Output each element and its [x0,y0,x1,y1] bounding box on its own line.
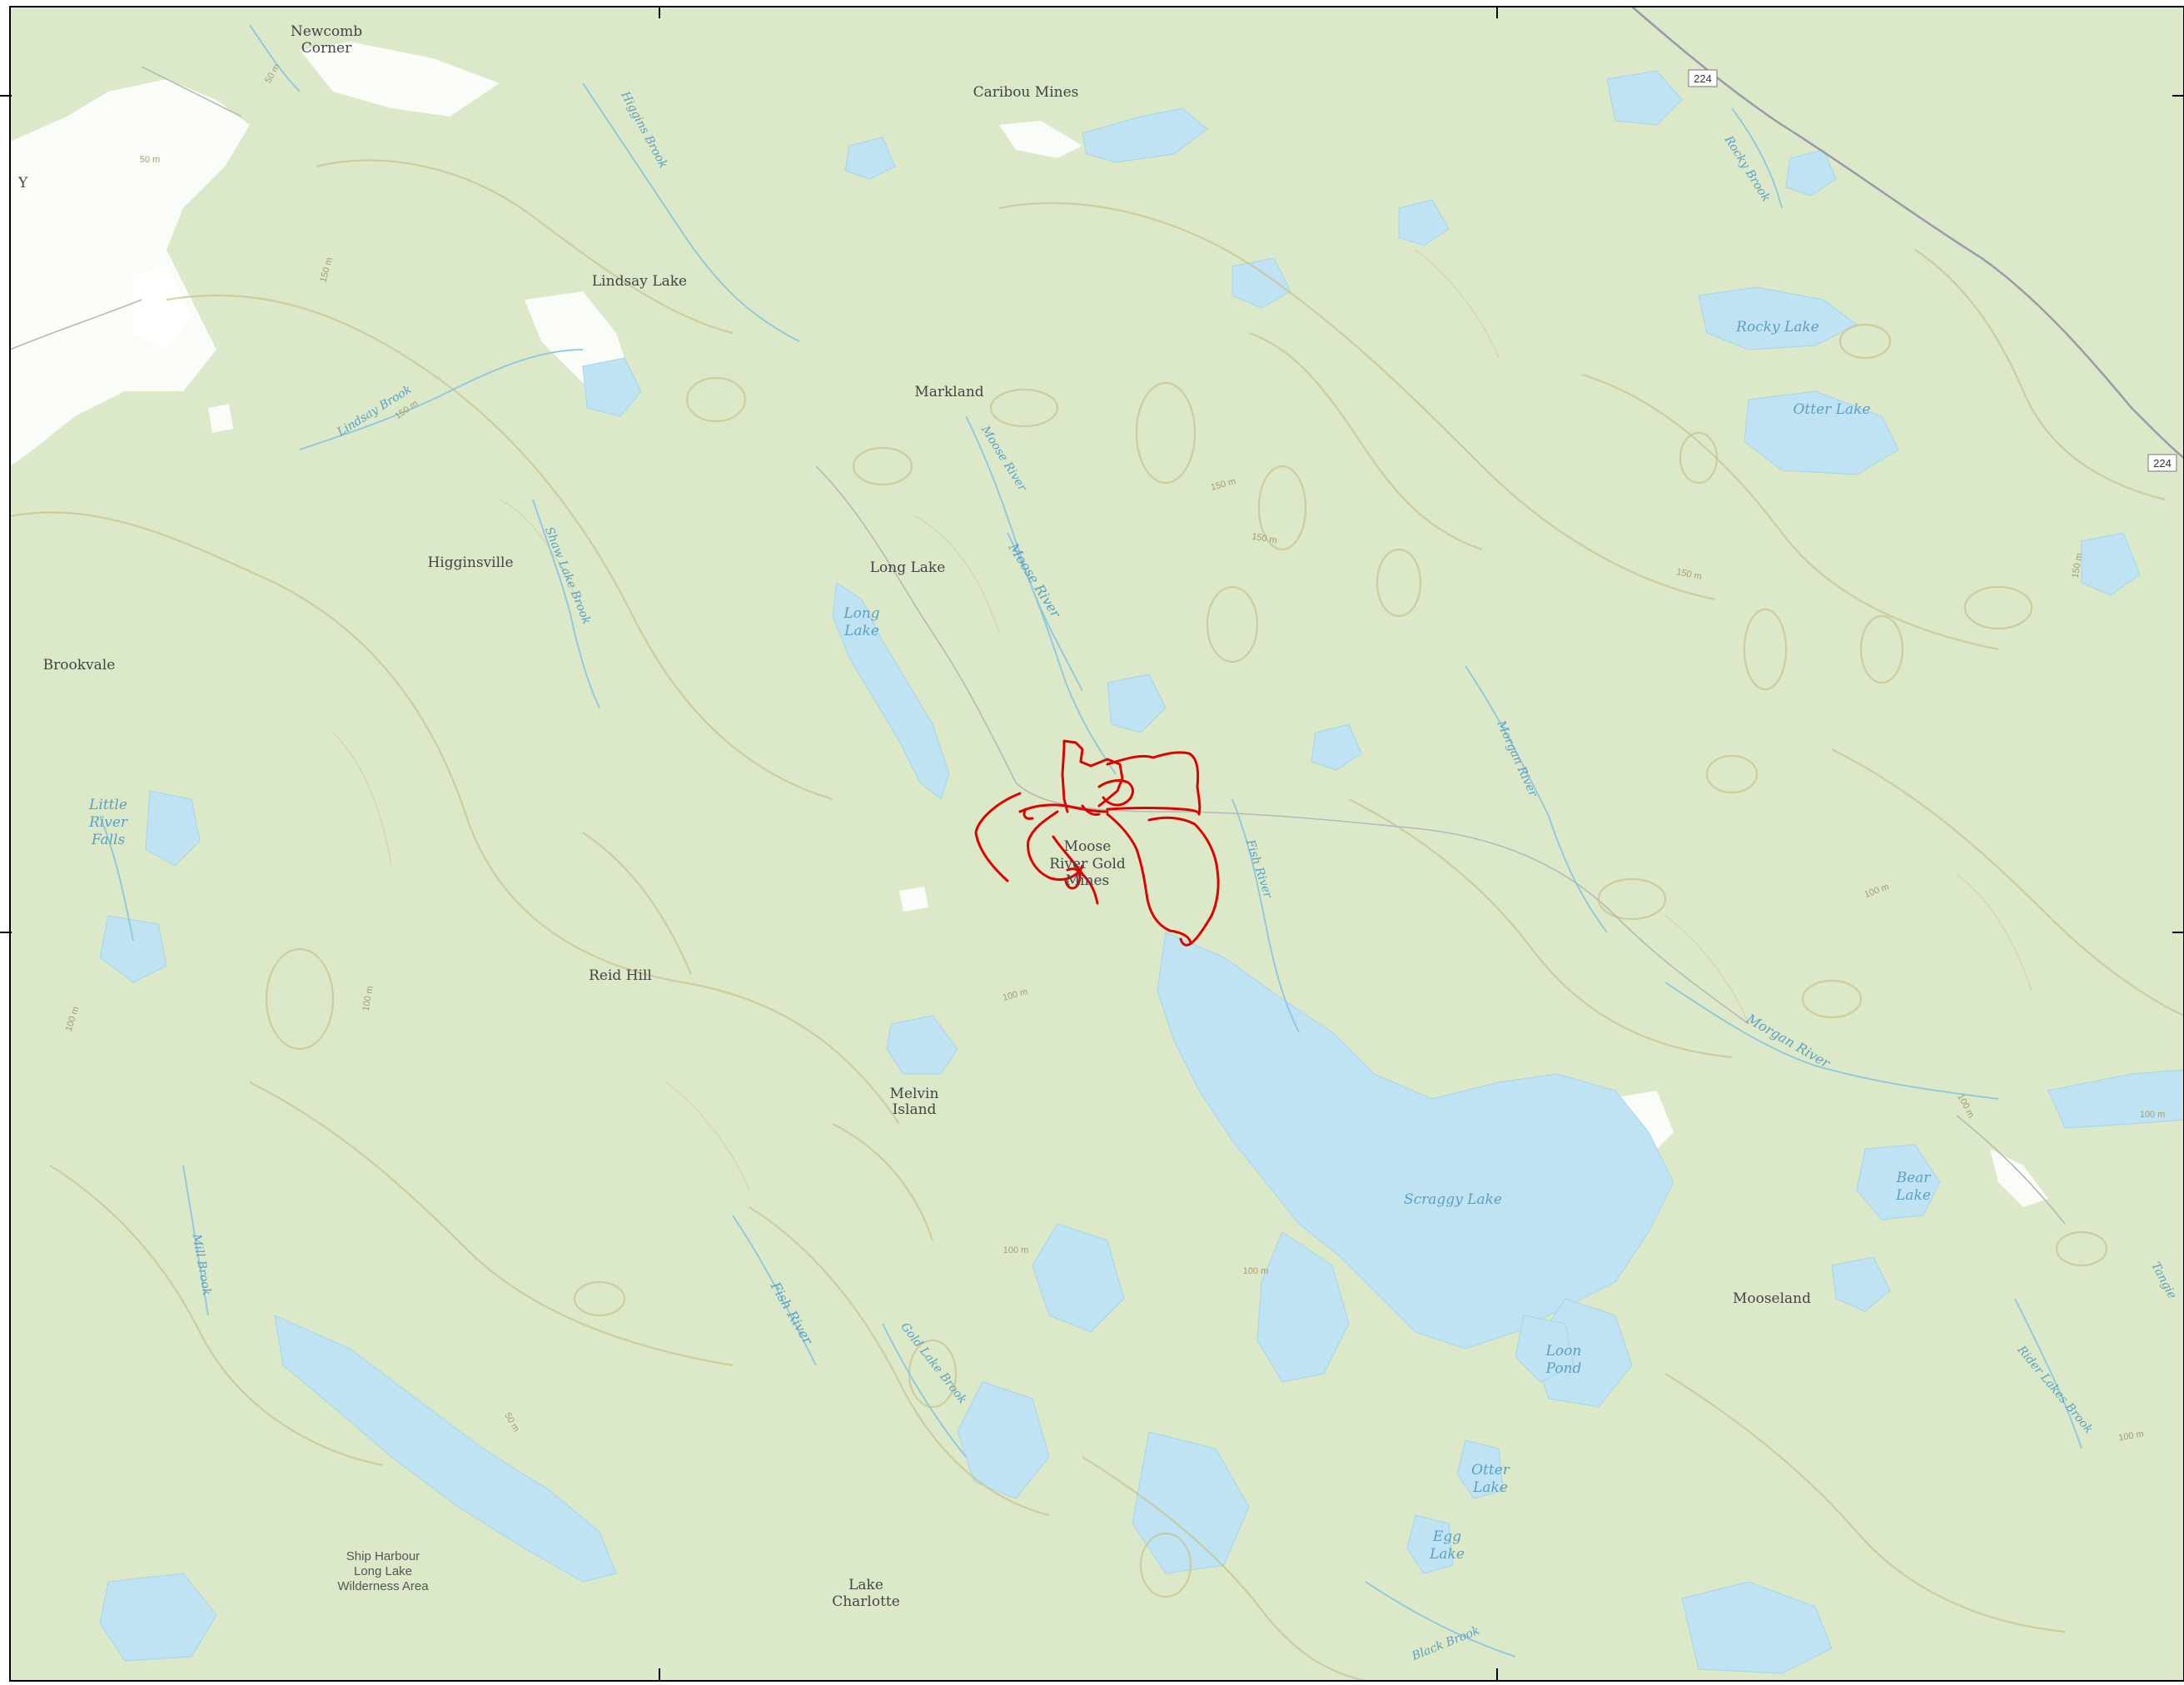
label-melvin-island: Melvin [890,1086,939,1102]
label-long-lake-water-2: Lake [843,623,879,639]
label-contour-100m: 100 m [1243,1266,1269,1276]
label-ship-harbour: Ship Harbour [346,1549,420,1563]
water-labels: Long Lake Rocky Lake Otter Lake Scraggy … [88,319,1931,1563]
label-lake-charlotte-2: Charlotte [832,1593,900,1610]
label-newcomb-corner-2: Corner [301,40,352,57]
label-lindsay-lake: Lindsay Lake [592,273,687,290]
label-contour-100m: 100 m [1003,1245,1029,1255]
label-contour-100m: 100 m [2140,1110,2166,1120]
label-moose-river-gold-mines-2: River Gold [1049,856,1126,872]
label-bear-lake-2: Lake [1895,1187,1931,1204]
contour-lines [9,159,2184,1683]
label-rocky-lake: Rocky Lake [1735,319,1819,336]
label-bear-lake: Bear [1896,1170,1932,1186]
route-shield-224-east: 224 [2147,454,2177,472]
label-little-river-falls-2: River [88,814,128,831]
cleared-areas [10,42,2048,1207]
label-ship-harbour-3: Wilderness Area [337,1579,429,1593]
label-contour-150m: 150 m [1251,531,1277,545]
label-ship-harbour-2: Long Lake [354,1564,412,1578]
label-egg-lake: Egg [1432,1528,1461,1545]
label-long-lake-water: Long [843,605,879,622]
label-otter-lake-ne: Otter Lake [1793,401,1871,418]
gps-track [974,739,1220,947]
label-lake-charlotte: Lake [848,1577,883,1593]
label-long-lake-town: Long Lake [870,559,946,576]
label-moose-river-gold-mines-3: Mines [1066,872,1110,889]
label-loon-pond-2: Pond [1545,1360,1582,1377]
label-otter-lake-s: Otter [1471,1462,1510,1479]
route-shield-224-north: 224 [1688,69,1718,87]
label-caribou-mines: Caribou Mines [973,84,1079,101]
roads [9,6,2184,1225]
label-melvin-island-2: Island [893,1101,937,1118]
route-label: 224 [2153,457,2172,470]
label-higginsville: Higginsville [427,554,513,571]
label-contour-100m: 100 m [361,985,375,1011]
label-markland: Markland [914,384,983,400]
map-border [9,6,2184,1682]
label-newcomb-corner: Newcomb [291,23,362,40]
label-moose-river-gold-mines: Moose [1064,838,1112,855]
label-loon-pond: Loon [1545,1343,1582,1359]
label-contour-50m: 50 m [140,155,160,165]
label-scraggy-lake: Scraggy Lake [1404,1191,1502,1208]
streams [99,24,2082,1658]
label-reid-hill: Reid Hill [589,967,652,984]
route-label: 224 [1694,72,1712,85]
label-little-river-falls-3: Falls [91,832,126,848]
label-contour-100m: 100 m [2117,1429,2144,1443]
label-egg-lake-2: Lake [1429,1546,1465,1563]
label-edge-y: Y [17,175,28,191]
label-mooseland: Mooseland [1733,1290,1811,1307]
label-otter-lake-s-2: Lake [1472,1479,1508,1496]
label-little-river-falls: Little [88,797,127,813]
water-bodies [99,70,2184,1674]
place-labels: Newcomb Corner Caribou Mines Lindsay Lak… [17,23,1811,1610]
label-contour-150m: 150 m [2070,552,2084,579]
label-brookvale: Brookvale [43,657,116,674]
